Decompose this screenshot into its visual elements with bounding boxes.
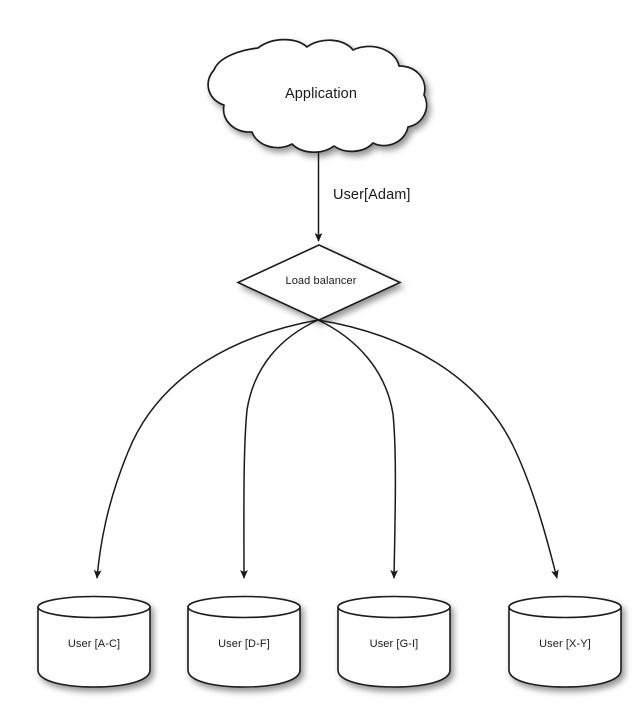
application-label: Application xyxy=(284,86,358,102)
shard-1-node[interactable] xyxy=(37,595,151,688)
shard-edges xyxy=(93,319,559,579)
edge-to-shard-1 xyxy=(93,319,319,579)
edge-to-shard-4 xyxy=(317,319,559,579)
application-node[interactable] xyxy=(207,38,428,153)
shard-3-label: User [G-I] xyxy=(369,638,419,650)
load-balancer-label: Load balancer xyxy=(285,275,357,287)
shard-2-node[interactable] xyxy=(187,595,301,688)
edge-to-shard-2 xyxy=(240,319,319,579)
shard-2-label: User [D-F] xyxy=(218,638,270,650)
database-top-icon xyxy=(337,595,451,619)
database-icon xyxy=(337,606,451,688)
shard-4-node[interactable] xyxy=(508,595,622,688)
database-top-icon xyxy=(187,595,301,619)
shard-3-node[interactable] xyxy=(337,595,451,688)
cloud-icon xyxy=(207,38,428,153)
database-icon xyxy=(187,606,301,688)
database-top-icon xyxy=(37,595,151,619)
edge-label-user-adam: User[Adam] xyxy=(333,187,411,203)
edge-to-shard-3 xyxy=(317,319,399,579)
shard-1-label: User [A-C] xyxy=(67,638,121,650)
database-icon xyxy=(508,606,622,688)
database-top-icon xyxy=(508,595,622,619)
shard-4-label: User [X-Y] xyxy=(539,638,591,650)
database-icon xyxy=(37,606,151,688)
